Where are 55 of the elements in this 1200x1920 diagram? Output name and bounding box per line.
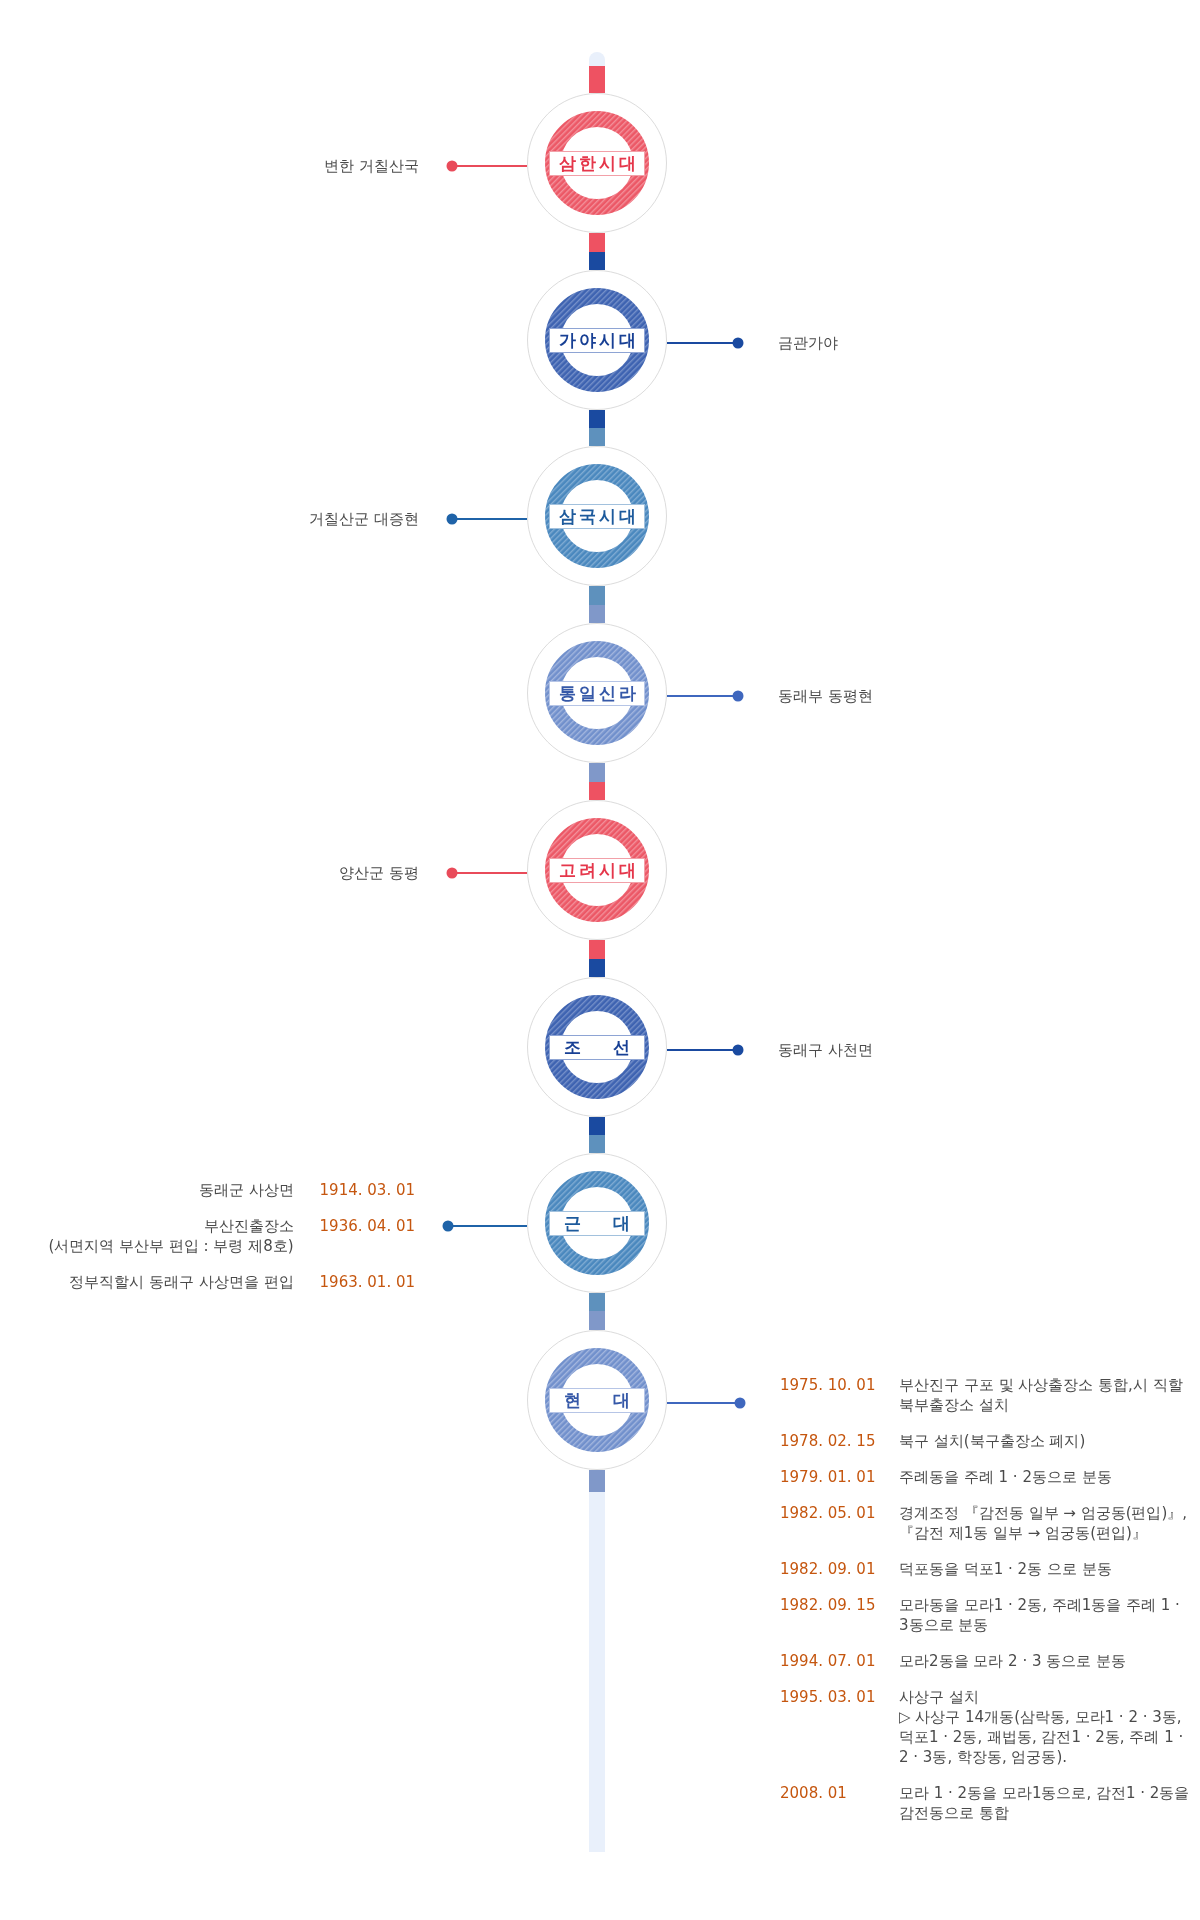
- date-text: 1982. 09. 01: [780, 1559, 877, 1579]
- date-text: 1994. 07. 01: [780, 1651, 877, 1671]
- date-text: 1995. 03. 01: [780, 1687, 877, 1707]
- timeline-segment: [589, 940, 605, 977]
- leader-line: [666, 337, 744, 349]
- event-text: 경계조정 『감전동 일부 → 엄궁동(편입)』, 『감전 제1동 일부 → 엄궁동(편입)』: [899, 1503, 1189, 1543]
- timeline-segment: [589, 1117, 605, 1153]
- date-text: 1963. 01. 01: [319, 1272, 415, 1292]
- event-text: 모라 1 · 2동을 모라1동으로, 감전1 · 2동을 감전동으로 통합: [899, 1783, 1191, 1823]
- leader-line: [446, 513, 528, 525]
- era-label: 현 대: [549, 1388, 645, 1413]
- place-name: 변한 거칠산국: [324, 156, 419, 176]
- date-text: 1978. 02. 15: [780, 1431, 877, 1451]
- date-text: 1982. 09. 15: [780, 1595, 877, 1615]
- date-text: 1982. 05. 01: [780, 1503, 877, 1523]
- timeline-segment: [589, 586, 605, 623]
- event-text: 덕포동을 덕포1 · 2동 으로 분동: [899, 1559, 1113, 1579]
- place-name: 동래구 사천면: [778, 1040, 873, 1060]
- event-text: 주례동을 주례 1 · 2동으로 분동: [899, 1467, 1113, 1487]
- timeline-segment: [589, 233, 605, 270]
- era-label: 고려시대: [549, 858, 645, 883]
- event-text: (서면지역 부산부 편입 : 부령 제8호): [48, 1236, 294, 1256]
- event-text: 정부직할시 동래구 사상면을 편입: [69, 1272, 294, 1292]
- leader-line: [666, 690, 744, 702]
- timeline-segment: [589, 1293, 605, 1330]
- leader-line: [666, 1397, 746, 1409]
- event-text: 사상구 설치: [899, 1687, 980, 1707]
- timeline-segment: [589, 410, 605, 446]
- date-text: 1936. 04. 01: [319, 1216, 415, 1236]
- event-text: 부산진출장소: [202, 1216, 294, 1236]
- leader-line: [666, 1044, 744, 1056]
- place-name: 거칠산군 대증현: [309, 509, 419, 529]
- date-text: 1914. 03. 01: [319, 1180, 415, 1200]
- leader-line: [446, 867, 528, 879]
- leader-line: [446, 160, 528, 172]
- era-label: 가야시대: [549, 328, 645, 353]
- era-label: 삼한시대: [549, 151, 645, 176]
- event-text: 모라2동을 모라 2 · 3 동으로 분동: [899, 1651, 1127, 1671]
- leader-line: [442, 1220, 528, 1232]
- place-name: 금관가야: [778, 333, 838, 353]
- date-text: 1979. 01. 01: [780, 1467, 877, 1487]
- era-label: 조 선: [549, 1035, 645, 1060]
- event-text: 북구 설치(북구출장소 폐지): [899, 1431, 1087, 1451]
- event-text: 동래군 사상면: [198, 1180, 294, 1200]
- timeline-segment: [589, 763, 605, 800]
- event-text: 부산진구 구포 및 사상출장소 통합,시 직할 북부출장소 설치: [899, 1375, 1184, 1415]
- era-label: 삼국시대: [549, 504, 645, 529]
- date-text: 2008. 01: [780, 1783, 848, 1803]
- era-label: 통일신라: [549, 681, 645, 706]
- place-name: 동래부 동평현: [778, 686, 873, 706]
- event-text: 모라동을 모라1 · 2동, 주례1동을 주례 1 · 3동으로 분동: [899, 1595, 1181, 1635]
- era-label: 근 대: [549, 1211, 645, 1236]
- date-text: 1975. 10. 01: [780, 1375, 877, 1395]
- event-text: ▷ 사상구 14개동(삼락동, 모라1 · 2 · 3동, 덕포1 · 2동, 괘법동, 감전1 · 2동, 주례 1 · 2 · 3동, 학장동, 엄궁동).: [899, 1707, 1185, 1767]
- place-name: 양산군 동평: [339, 863, 419, 883]
